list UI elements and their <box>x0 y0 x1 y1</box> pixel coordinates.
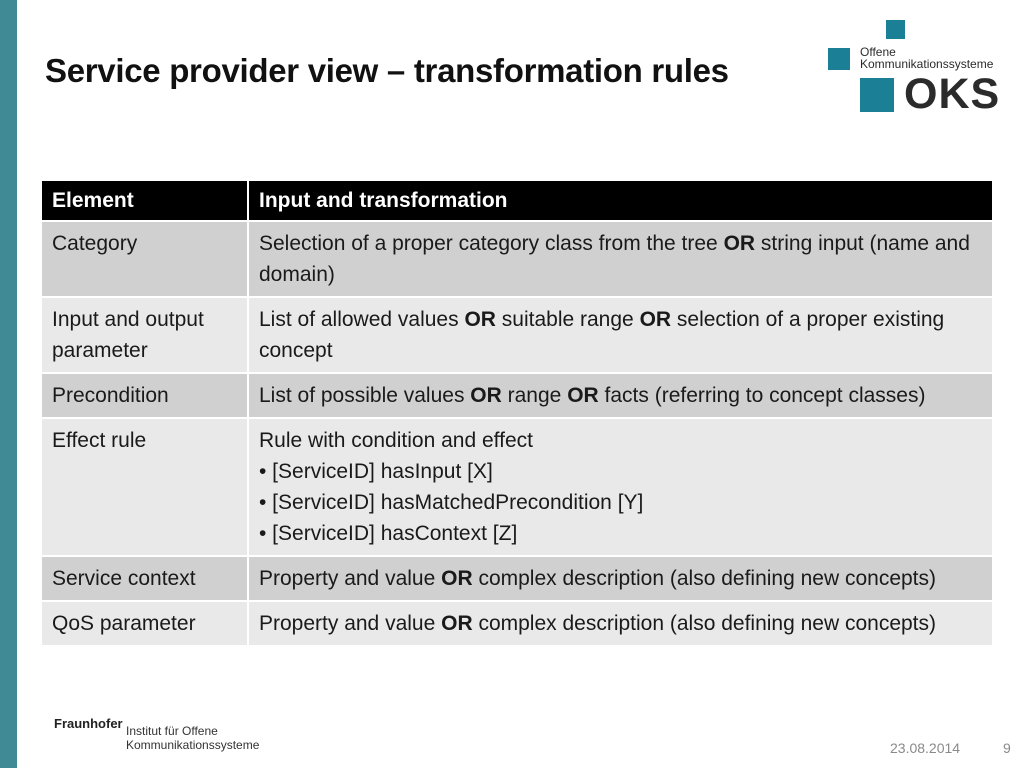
transformation-cell: List of allowed values OR suitable range… <box>247 296 994 374</box>
transformation-line: • [ServiceID] hasContext [Z] <box>259 518 982 549</box>
transformation-line: Property and value OR complex descriptio… <box>259 563 982 594</box>
fraunhofer-brand: Fraunhofer <box>54 716 123 731</box>
logo-wordmark: OKS <box>904 70 1001 118</box>
element-cell: Precondition <box>40 372 249 419</box>
table-header-row: Element Input and transformation <box>40 179 994 222</box>
logo-square-medium <box>828 48 850 70</box>
text-segment: suitable range <box>495 308 640 331</box>
text-segment: Selection of a proper category class fro… <box>259 232 724 255</box>
transformation-line: • [ServiceID] hasInput [X] <box>259 456 982 487</box>
table-row: Service context Property and value OR com… <box>40 555 994 602</box>
column-header-input-transformation: Input and transformation <box>247 179 994 222</box>
slide-title: Service provider view – transformation r… <box>45 52 729 89</box>
table-row: Precondition List of possible values OR r… <box>40 372 994 419</box>
transformation-line: List of allowed values OR suitable range… <box>259 304 982 366</box>
slide-date: 23.08.2014 <box>890 740 961 756</box>
column-header-element: Element <box>40 179 249 222</box>
element-cell: Service context <box>40 555 249 602</box>
or-keyword: OR <box>639 308 672 331</box>
logo-text-line2: Kommunikationssysteme <box>860 57 994 71</box>
institute-line1: Institut für Offene <box>126 724 218 738</box>
table-row: Category Selection of a proper category c… <box>40 220 994 298</box>
text-segment: • [ServiceID] hasInput [X] <box>259 460 493 483</box>
text-segment: List of allowed values <box>259 308 465 331</box>
or-keyword: OR <box>441 567 473 590</box>
institute-line2: Kommunikationssysteme <box>126 738 260 752</box>
text-segment: range <box>501 384 568 407</box>
transformation-cell: Selection of a proper category class fro… <box>247 220 994 298</box>
text-segment: List of possible values <box>259 384 471 407</box>
transformation-line: Selection of a proper category class fro… <box>259 228 982 290</box>
text-segment: Property and value <box>259 612 442 635</box>
logo-square-large <box>860 78 894 112</box>
logo-text-line1: Offene <box>860 45 896 59</box>
text-segment: Property and value <box>259 567 442 590</box>
or-keyword: OR <box>723 232 756 255</box>
transformation-line: List of possible values OR range OR fact… <box>259 380 982 411</box>
text-segment: complex description (also defining new c… <box>472 612 937 635</box>
accent-sidebar-bar <box>0 0 17 768</box>
transformation-cell: Property and value OR complex descriptio… <box>247 600 994 647</box>
text-segment: Rule with condition and effect <box>259 429 533 452</box>
or-keyword: OR <box>567 384 599 407</box>
or-keyword: OR <box>470 384 502 407</box>
text-segment: string input (name and domain) <box>259 232 970 286</box>
transformation-line: Property and value OR complex descriptio… <box>259 608 982 639</box>
or-keyword: OR <box>441 612 473 635</box>
table-row: QoS parameter Property and value OR compl… <box>40 600 994 647</box>
transformation-line: • [ServiceID] hasMatchedPrecondition [Y] <box>259 487 982 518</box>
text-segment: selection of a proper existing concept <box>259 308 945 362</box>
oks-logo: Offene Kommunikationssysteme OKS <box>826 18 1006 118</box>
page-number: 9 <box>1003 740 1011 756</box>
transformation-cell: List of possible values OR range OR fact… <box>247 372 994 419</box>
element-cell: Category <box>40 220 249 298</box>
text-segment: facts (referring to concept classes) <box>598 384 926 407</box>
text-segment: • [ServiceID] hasContext [Z] <box>259 522 518 545</box>
logo-square-small <box>886 20 905 39</box>
or-keyword: OR <box>464 308 496 331</box>
text-segment: • [ServiceID] hasMatchedPrecondition [Y] <box>259 491 644 514</box>
transformation-line: Rule with condition and effect <box>259 425 982 456</box>
element-cell: Effect rule <box>40 417 249 557</box>
text-segment: complex description (also defining new c… <box>472 567 937 590</box>
transformation-cell: Property and value OR complex descriptio… <box>247 555 994 602</box>
transformation-rules-table: Element Input and transformation Categor… <box>40 179 994 647</box>
element-cell: Input and output parameter <box>40 296 249 374</box>
transformation-cell: Rule with condition and effect • [Service… <box>247 417 994 557</box>
element-cell: QoS parameter <box>40 600 249 647</box>
institute-name: Institut für Offene Kommunikationssystem… <box>126 724 259 752</box>
